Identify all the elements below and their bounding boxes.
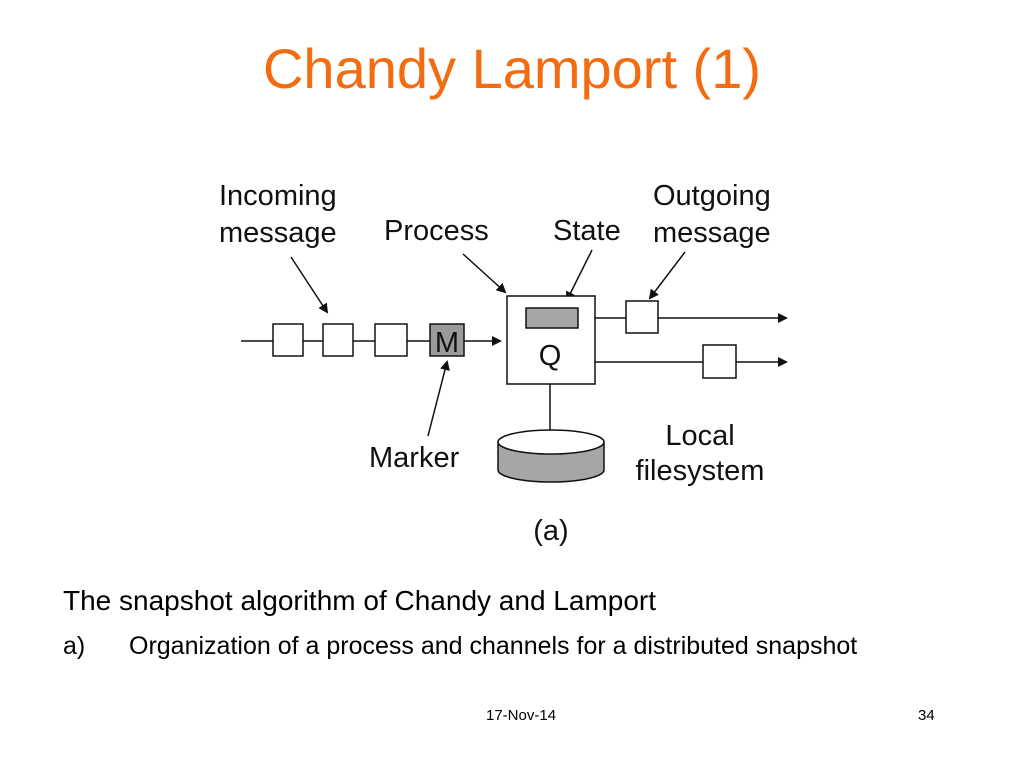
slide-title: Chandy Lamport (1) [262,37,761,100]
incoming-message-box [272,323,304,357]
list-item-text: Organization of a process and channels f… [129,632,858,660]
outgoing-message-box [625,300,659,334]
state-box [525,307,579,329]
outgoing-label-line1: Outgoing [653,180,771,212]
incoming-message-box [374,323,408,357]
process-label: Process [384,215,489,247]
marker-label: Marker [369,442,460,474]
state-pointer-arrow [566,249,593,302]
local-filesystem-label-line1: Local [665,420,734,452]
outgoing-label-line2: message [653,217,771,249]
outgoing-message-box [702,344,737,379]
incoming-pointer-arrow [290,256,329,314]
marker-box-letter: M [435,327,459,359]
body-heading-text: The snapshot algorithm of Chandy and Lam… [63,585,657,616]
state-label: State [553,215,621,247]
marker-box [429,323,465,357]
local-filesystem-disk [497,429,605,483]
marker-pointer-arrow [427,360,450,437]
process-pointer-arrow [462,253,507,294]
local-filesystem-label-line2: filesystem [636,455,765,487]
figure-caption: (a) [533,515,568,547]
incoming-message-box [322,323,354,357]
footer-date: 17-Nov-14 [486,707,557,724]
incoming-label-line1: Incoming [219,180,337,212]
process-box-letter: Q [539,340,562,372]
list-item-marker: a) [63,632,86,660]
body-list-item: a) Organization of a process and channels… [63,632,857,661]
footer-page-number: 34 [918,707,935,724]
outgoing-pointer-arrow [648,251,686,300]
incoming-label-line2: message [219,217,337,249]
